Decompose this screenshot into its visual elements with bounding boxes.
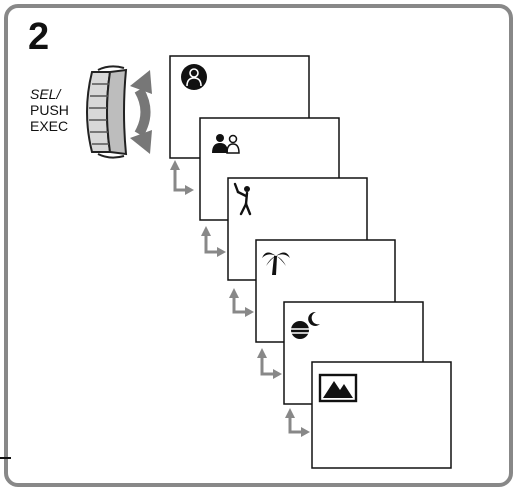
dial-label-line3: EXEC bbox=[30, 118, 69, 134]
dial-label-line1: SEL/ bbox=[30, 86, 61, 102]
rotate-arrow-icon bbox=[130, 70, 152, 154]
cascade-arrow-1 bbox=[170, 160, 194, 195]
cascade-arrow-4 bbox=[257, 348, 282, 379]
auto-mode-person-icon bbox=[181, 64, 207, 90]
panel-frame bbox=[4, 4, 513, 487]
beach-ski-mode-icon bbox=[262, 252, 290, 275]
landscape-mode-icon bbox=[318, 373, 358, 403]
sel-push-exec-dial[interactable] bbox=[86, 65, 128, 159]
cascade-arrows bbox=[170, 160, 310, 437]
cascade-arrow-2 bbox=[201, 226, 226, 257]
sports-mode-icon bbox=[233, 182, 252, 216]
cascade-arrow-3 bbox=[229, 288, 254, 317]
dial-label: SEL/ PUSH EXEC bbox=[30, 86, 69, 134]
dial-label-line2: PUSH bbox=[30, 102, 69, 118]
portrait-mode-icon bbox=[212, 134, 240, 154]
step-number: 2 bbox=[28, 16, 50, 58]
sunset-moon-mode-icon bbox=[289, 311, 320, 339]
screen-6 bbox=[311, 361, 452, 469]
cascade-arrow-5 bbox=[285, 408, 310, 437]
